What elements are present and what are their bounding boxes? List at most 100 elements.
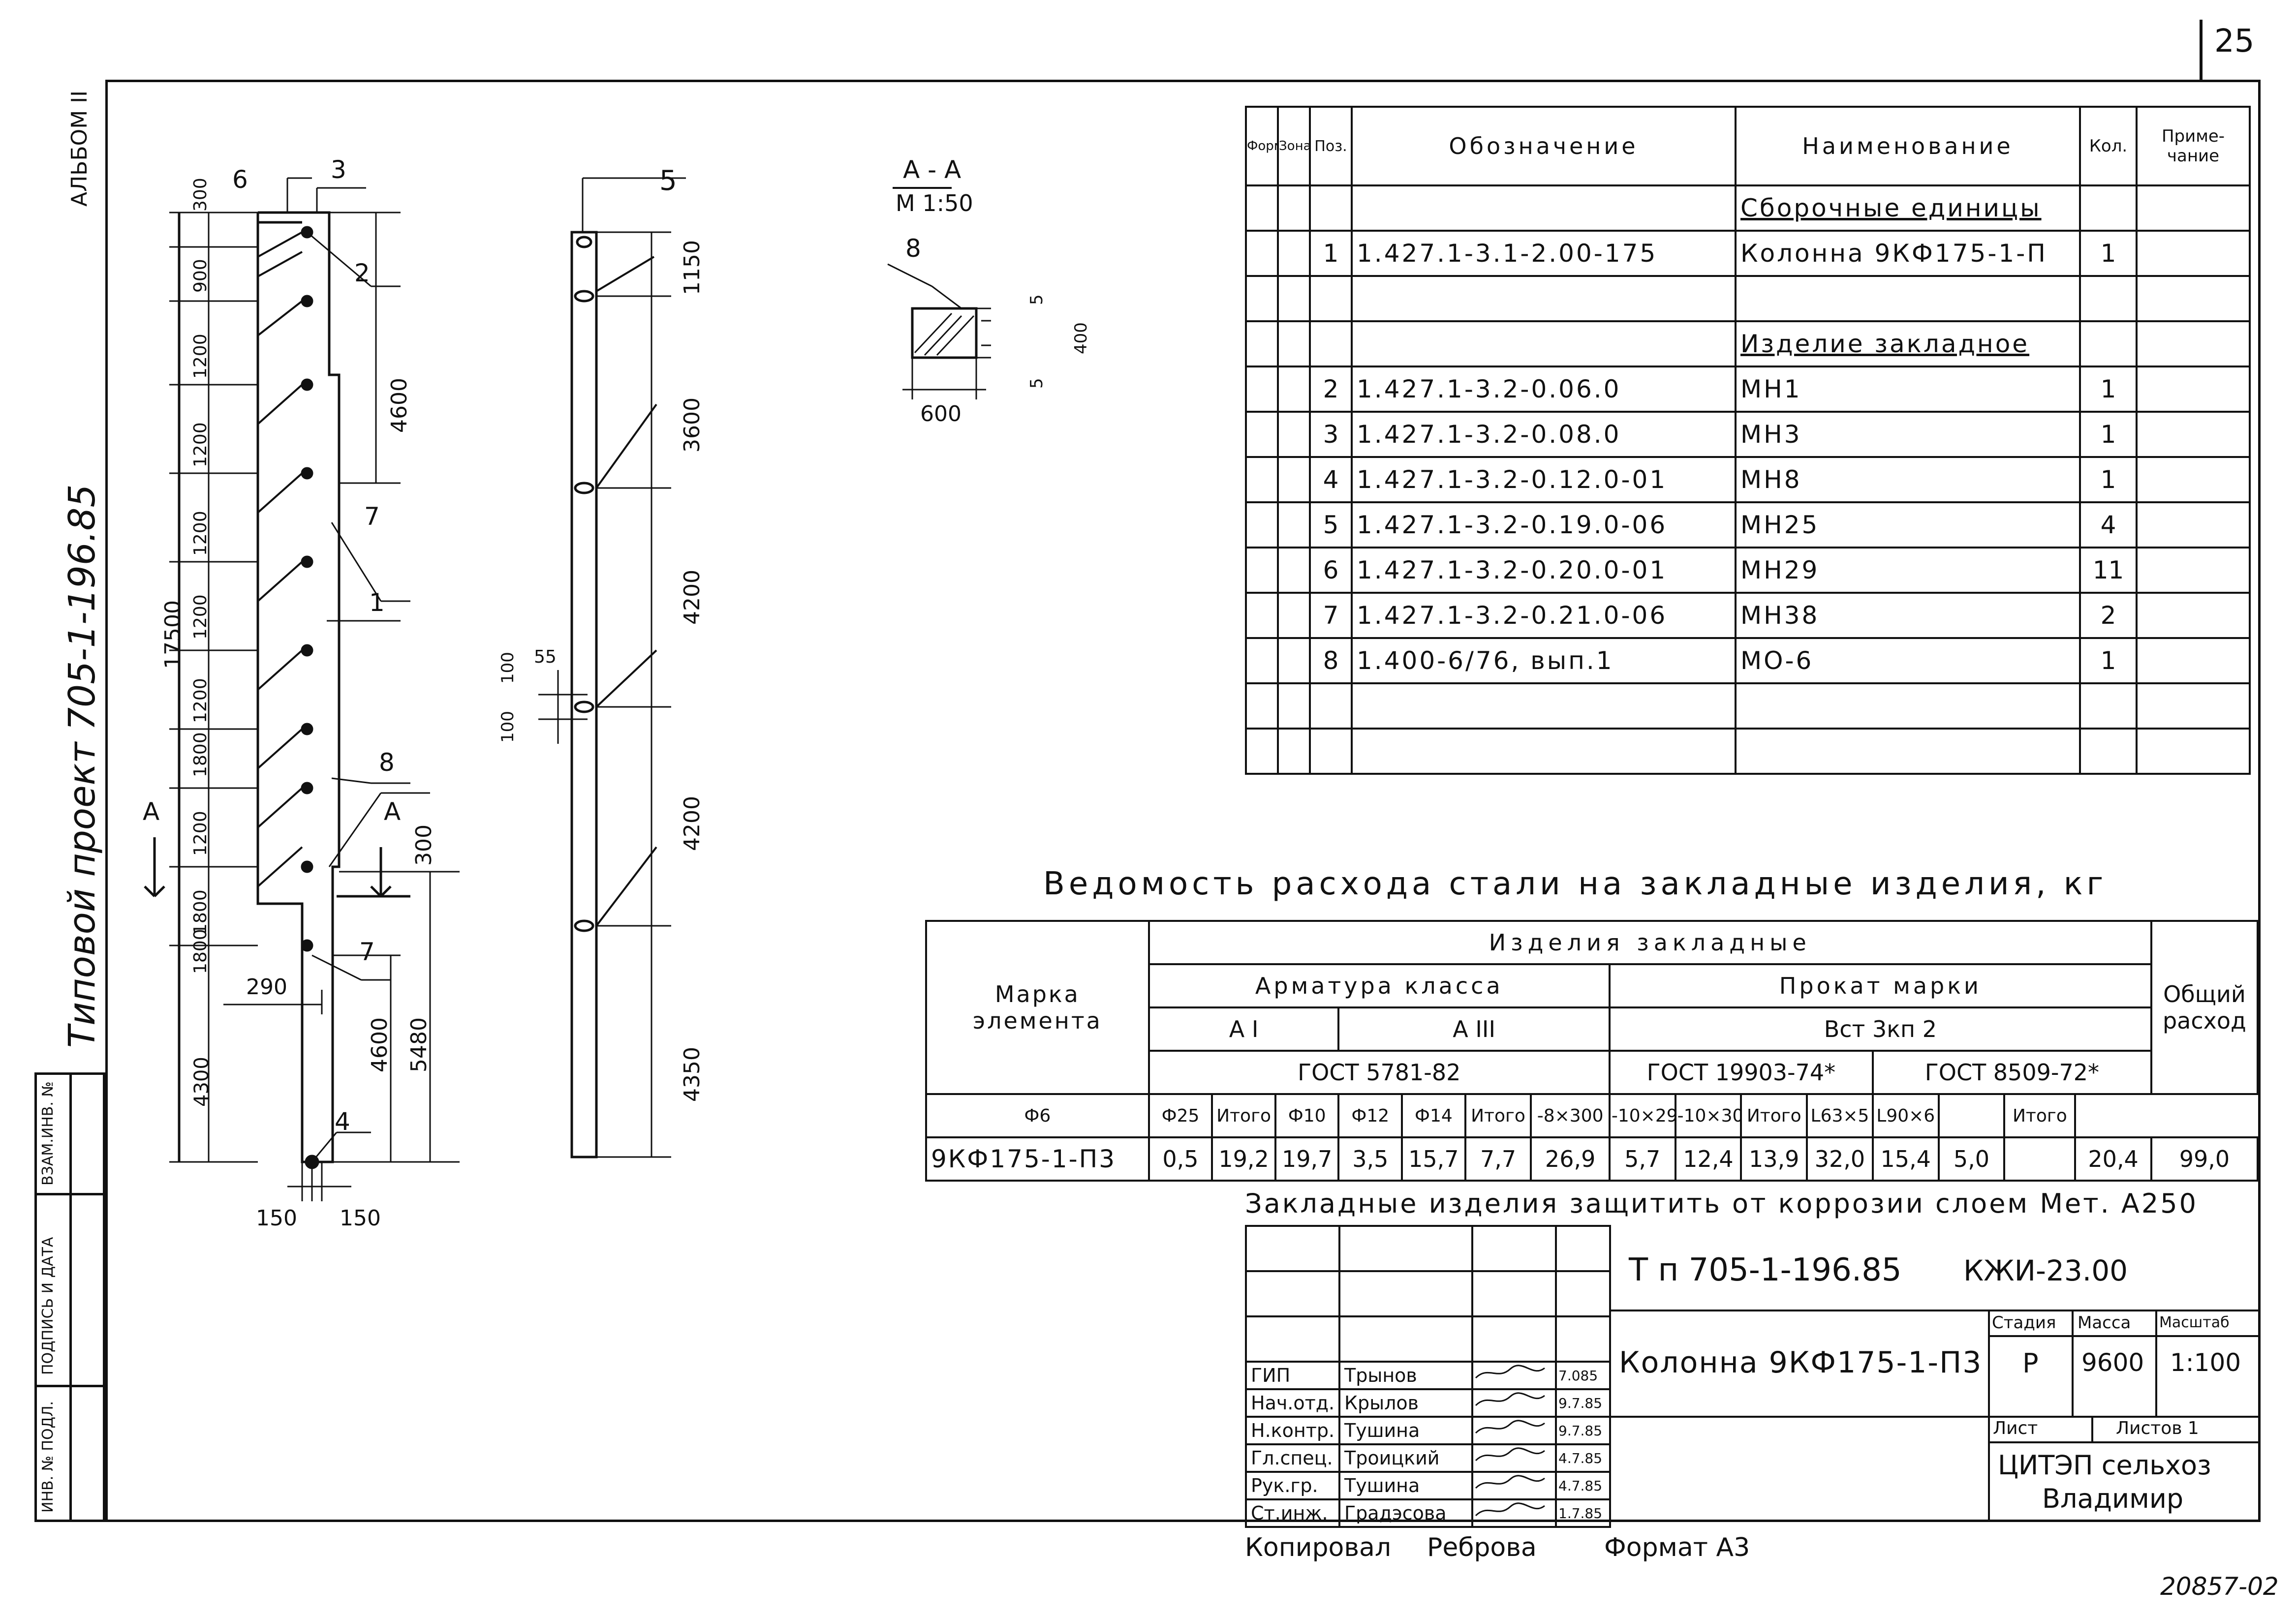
stamp-sign: ПОДПИСЬ И ДАТА xyxy=(39,1237,57,1375)
steel-value: 32,0 xyxy=(1806,1136,1874,1182)
signature-name: Градэсова xyxy=(1338,1498,1473,1528)
spec-name: МН25 xyxy=(1735,501,2081,548)
signature-mark xyxy=(1471,1388,1557,1418)
tb-scale-label: Масштаб xyxy=(2159,1314,2230,1331)
dim-right-4600b: 4600 xyxy=(367,1017,392,1072)
dim-overall: 17500 xyxy=(160,600,186,669)
signature-name: Тушина xyxy=(1338,1416,1473,1445)
steel-value: 13,9 xyxy=(1740,1136,1808,1182)
steel-col-header xyxy=(1937,1093,2006,1138)
steel-value: 7,7 xyxy=(1464,1136,1532,1182)
dim-left-4: 1200 xyxy=(190,511,211,556)
section-height: 400 xyxy=(1071,322,1091,354)
footer-copied-by: Реброва xyxy=(1427,1533,1537,1562)
steel-value: 15,4 xyxy=(1871,1136,1940,1182)
col-designation: Обозначение xyxy=(1351,106,1737,186)
col-format: Формат xyxy=(1245,106,1279,186)
spec-qty: 1 xyxy=(2079,366,2138,413)
dim-left-7: 1800 xyxy=(190,732,211,777)
h-mark: Марка элемента xyxy=(925,920,1150,1095)
signature-mark xyxy=(1471,1443,1557,1473)
h-gost3: ГОСТ 8509-72* xyxy=(1871,1050,2152,1095)
col-qty: Кол. xyxy=(2079,106,2138,186)
spec-qty xyxy=(2079,275,2138,322)
dim-right-300: 300 xyxy=(411,824,436,866)
steel-value: 5,0 xyxy=(1937,1136,2006,1182)
spec-qty: 11 xyxy=(2079,547,2138,594)
signature-name: Трынов xyxy=(1338,1361,1473,1390)
dim-b-1: 3600 xyxy=(680,397,705,453)
tb-name: Колонна 9КФ175-1-П3 xyxy=(1619,1345,1983,1380)
signature-role: Рук.гр. xyxy=(1245,1471,1340,1500)
spec-row: Сборочные единицы xyxy=(1245,184,2251,232)
dim-left-5: 1200 xyxy=(190,594,211,640)
section-aa xyxy=(911,307,978,359)
steel-col-header: Итого xyxy=(1464,1093,1532,1138)
archive-number: 20857-02 xyxy=(2160,1572,2279,1601)
spec-pos xyxy=(1309,320,1353,367)
spec-row xyxy=(1245,728,2251,775)
steel-col-header: Ф25 xyxy=(1148,1093,1213,1138)
steel-col-header: Ф14 xyxy=(1401,1093,1466,1138)
section-title: А - А xyxy=(903,155,962,184)
tb-sheet-label: Лист xyxy=(1993,1418,2038,1438)
tb-org-1: ЦИТЭП сельхоз xyxy=(1998,1450,2211,1481)
spec-name: МО-6 xyxy=(1735,637,2081,684)
dim-left-10: 1800 xyxy=(190,929,211,974)
steel-col-header: Итого xyxy=(1211,1093,1276,1138)
signature-mark xyxy=(1471,1361,1557,1390)
dim-right-4600a: 4600 xyxy=(387,378,412,433)
dim-290: 290 xyxy=(246,975,287,1000)
spec-designation xyxy=(1351,728,1737,775)
spec-name: Колонна 9КФ175-1-П xyxy=(1735,230,2081,277)
signature-mark xyxy=(1471,1416,1557,1445)
dim-b-0: 1150 xyxy=(680,240,705,295)
steel-value xyxy=(2003,1136,2077,1182)
callout-1: 1 xyxy=(369,588,385,617)
h-grade: Вст 3кп 2 xyxy=(1608,1006,2152,1052)
page-number: 25 xyxy=(2214,23,2255,60)
spec-name: МН3 xyxy=(1735,411,2081,458)
signature-date: 4.7.85 xyxy=(1555,1471,1611,1500)
steel-col-header: -8×300 xyxy=(1530,1093,1611,1138)
tb-sheet-code: КЖИ-23.00 xyxy=(1963,1254,2128,1287)
tb-org-2: Владимир xyxy=(2042,1483,2184,1514)
spec-qty: 4 xyxy=(2079,501,2138,548)
col-zone: Зона xyxy=(1277,106,1311,186)
steel-value: 0,5 xyxy=(1148,1136,1213,1182)
spec-name: Изделие закладное xyxy=(1735,320,2081,367)
steel-col-header: L90×6 xyxy=(1871,1093,1940,1138)
spec-table: Формат Зона Поз. Обозначение Наименовани… xyxy=(1245,106,2251,775)
tb-mass: 9600 xyxy=(2081,1348,2144,1377)
spec-pos: 1 xyxy=(1309,230,1353,277)
signature-date: 7.085 xyxy=(1555,1361,1611,1390)
steel-table: Марка элемента Изделия закладные Общий р… xyxy=(925,920,2259,1182)
tb-stage-label: Стадия xyxy=(1992,1313,2056,1333)
spec-qty: 1 xyxy=(2079,411,2138,458)
section-scale: М 1:50 xyxy=(896,190,973,216)
callout-2: 2 xyxy=(354,259,370,287)
steel-mark: 9КФ175-1-П3 xyxy=(925,1136,1150,1182)
dim-left-1: 900 xyxy=(190,259,211,293)
signature-date: 9.7.85 xyxy=(1555,1416,1611,1445)
steel-col-header: L63×5 xyxy=(1806,1093,1874,1138)
spec-designation xyxy=(1351,320,1737,367)
spec-pos xyxy=(1309,275,1353,322)
signature-role: Н.контр. xyxy=(1245,1416,1340,1445)
steel-value: 20,4 xyxy=(2074,1136,2152,1182)
dim-b-small-2: 100 xyxy=(498,711,518,743)
section-inset-top: 5 xyxy=(1027,294,1047,305)
spec-name: МН29 xyxy=(1735,547,2081,594)
spec-designation: 1.400-6/76, вып.1 xyxy=(1351,637,1737,684)
h-a1: А I xyxy=(1148,1006,1340,1052)
